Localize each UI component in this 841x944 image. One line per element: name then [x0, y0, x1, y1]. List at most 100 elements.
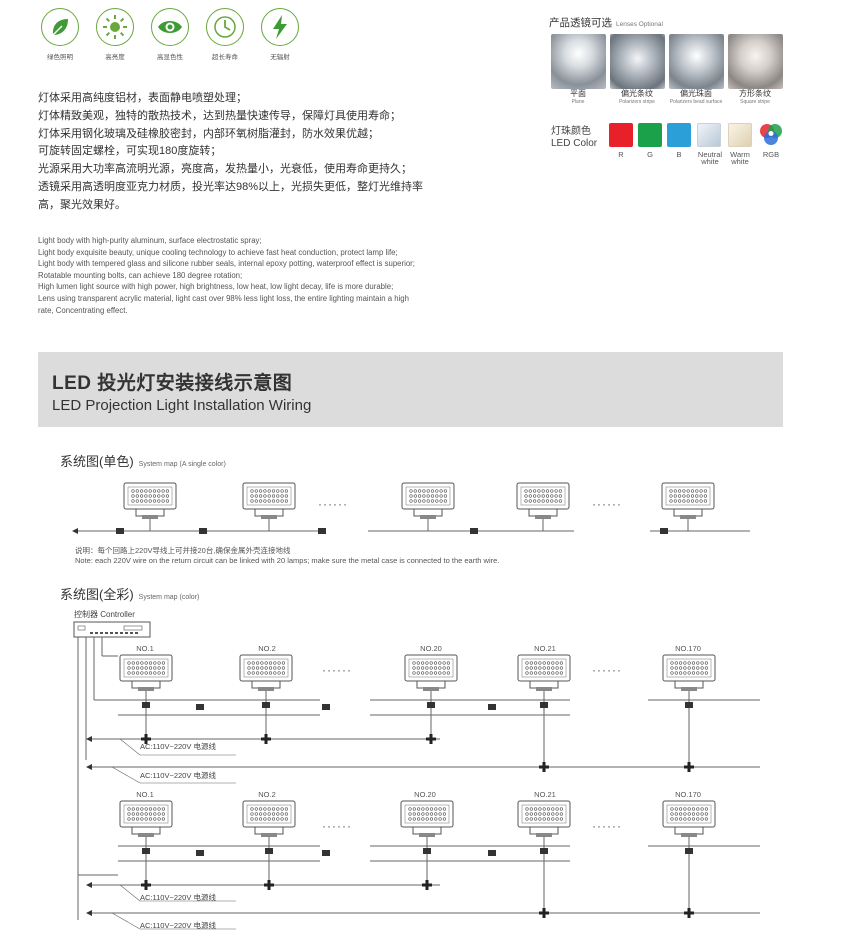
full-lamp-r1-1-led [260, 671, 264, 675]
full-lamp-r2-0-bracket [131, 827, 161, 835]
controller-pin [130, 632, 133, 634]
single-lamp-0-led [165, 489, 169, 493]
single-lamp-2-led [439, 494, 443, 498]
full-lamp-r2-3-led [538, 817, 542, 821]
single-lamp-0-led [148, 499, 152, 503]
full-lamp-r1-3-led [542, 671, 546, 675]
full-lamp-r1-0-led [136, 661, 140, 665]
full-lamp-r2-0-led [157, 817, 161, 821]
single-lamp-4-led [703, 494, 708, 498]
full-lamp-r2-0-led [148, 812, 153, 816]
full-lamp-r1-4-led [678, 671, 683, 675]
full-lamp-r2-2-led [425, 817, 429, 821]
single-lamp-2-led [409, 494, 413, 498]
single-lamp-1-led [271, 494, 276, 498]
full-lamp-r2-0-led [144, 812, 148, 816]
single-lamp-3-led [524, 489, 528, 493]
full-lamp-r2-2-led [417, 817, 421, 821]
single-lamp-3-led [537, 499, 541, 503]
tee2-r1-1 [684, 762, 694, 772]
single-lamp-4-led [682, 489, 686, 493]
single-lamp-2-led [413, 494, 417, 498]
full-lamp-r2-4-led [670, 807, 674, 811]
full-lamp-r1-0-led [161, 661, 165, 665]
full-lamp-r1-4-led [670, 671, 674, 675]
full-lamp-r1-0-led [148, 661, 153, 665]
full-lamp-r1-4-led [691, 671, 696, 675]
full-lamp-r2-4-led [683, 807, 687, 811]
full-lamp-r2-4-led [700, 817, 704, 821]
controller-pin [120, 632, 123, 634]
single-lamp-0-panel [127, 486, 173, 506]
lens-polarizer-stripe-image [610, 34, 665, 89]
full-lamp-r2-2-led [412, 807, 416, 811]
full-lamp-r1-2-led [442, 666, 446, 670]
full-lamp-r2-2-led [429, 807, 434, 811]
full-lamp-r1-3-led [529, 671, 533, 675]
full-lamp-r1-1-led [281, 666, 286, 670]
full-lamp-r2-4-led [674, 812, 678, 816]
single-lamp-0-led [152, 499, 157, 503]
single-lamp-3-led [550, 494, 554, 498]
full-lamp-r2-4-panel [666, 804, 712, 824]
full-lamp-r2-0-led [140, 812, 144, 816]
full-lamp-r2-2-led [438, 807, 442, 811]
full-lamp-r2-4-led [683, 812, 687, 816]
lamp-no-21-row2: NO.21 [534, 790, 556, 799]
full-lamp-r1-4-led [704, 661, 709, 665]
full-lamp-r1-1-bracket [251, 681, 281, 689]
full-lamp-r2-3-led [529, 807, 533, 811]
full-lamp-r1-0-led [144, 671, 148, 675]
single-lamp-1-led [280, 489, 284, 493]
full-lamp-r1-3-led [525, 661, 529, 665]
full-lamp-r2-4-led [704, 817, 709, 821]
full-lamp-r1-2-led [429, 671, 433, 675]
full-lamp-r1-2-led [429, 661, 433, 665]
full-lamp-r2-2-base [419, 833, 435, 837]
full-lamp-r2-3-led [555, 812, 559, 816]
full-color-title: 系统图(全彩)System map (color) [60, 587, 200, 602]
full-lamp-r1-3-led [546, 666, 551, 670]
full-lamp-r2-0-led [136, 807, 140, 811]
single-lamp-1-led [280, 499, 284, 503]
single-lamp-2-led [439, 489, 443, 493]
full-lamp-r1-4-led [696, 666, 700, 670]
lamp-no-1-row1: NO.1 [136, 644, 154, 653]
single-lamp-3-led [528, 489, 532, 493]
full-lamp-r1-3-bracket [529, 681, 559, 689]
tee2-r2-0 [539, 908, 549, 918]
single-lamp-4-led [682, 494, 686, 498]
ac-label-3: AC:110V~220V 电源线 [140, 893, 216, 902]
single-lamp-0-led [161, 489, 165, 493]
full-lamp-r1-3-led [555, 671, 559, 675]
full-lamp-r2-1-led [271, 807, 276, 811]
full-lamp-r2-2-led [421, 812, 425, 816]
full-lamp-r1-4-base [681, 687, 697, 691]
full-lamp-r1-0-led [140, 666, 144, 670]
controller-box [73, 621, 151, 638]
single-lamp-1-led [259, 499, 263, 503]
feature-green-lighting: 绿色照明 [38, 8, 82, 61]
single-lamp-0-led [152, 494, 157, 498]
full-lamp-r2-4-led [683, 817, 687, 821]
full-lamp-r1-0-led [127, 671, 131, 675]
conn-r2-3 [540, 848, 548, 854]
single-lamp-1-led [284, 489, 289, 493]
tee-r1-1 [261, 734, 271, 744]
single-lamp-0-led [165, 494, 169, 498]
single-lamp-2-led [435, 489, 439, 493]
mid-conn-r1-2 [488, 704, 496, 710]
full-lamp-r2-1-led [280, 807, 284, 811]
single-lamp-1-led [263, 489, 267, 493]
single-lamp-1-led [276, 499, 280, 503]
full-lamp-r1-1-led [277, 661, 281, 665]
full-lamp-r2-4-led [691, 817, 696, 821]
conn-r2-1 [265, 848, 273, 854]
feature-no-radiation: 无辐射 [258, 8, 302, 61]
full-lamp-r2-0-led [127, 807, 131, 811]
single-lamp-1-led [267, 494, 271, 498]
full-lamp-r2-1-panel [246, 804, 292, 824]
single-lamp-1-led [280, 494, 284, 498]
full-lamp-r2-0-led [153, 812, 157, 816]
